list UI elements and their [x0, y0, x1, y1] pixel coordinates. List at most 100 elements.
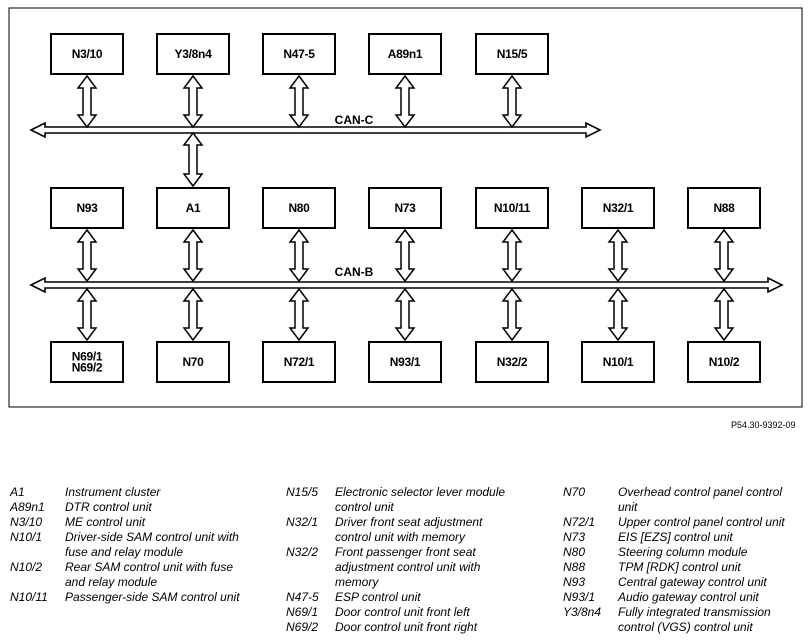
arrow-n69-1-n69-2-can-b	[76, 287, 98, 342]
legend-item: A1 Instrument cluster	[10, 485, 275, 500]
legend-description-line: Audio gateway control unit	[618, 590, 759, 604]
legend-code: N47-5	[286, 590, 319, 604]
legend-description: Audio gateway control unit	[618, 590, 808, 605]
arrow-a1-can-b	[182, 228, 204, 283]
legend-code: N32/1	[286, 515, 319, 529]
legend-code: N72/1	[563, 515, 596, 529]
legend-code: N15/5	[286, 485, 319, 499]
node-n88-label: N88	[713, 201, 735, 215]
arrow-n10-2-can-b	[713, 287, 735, 342]
legend-description: Door control unit front right	[335, 620, 556, 635]
legend-code: N88	[563, 560, 586, 574]
legend-description-line: Front passenger front seat	[335, 545, 476, 559]
legend-description: Upper control panel control unit	[618, 515, 808, 530]
arrow-n73-can-b	[394, 228, 416, 283]
arrow-n10-1-can-b	[607, 287, 629, 342]
node-n10-1-label: N10/1	[603, 355, 634, 369]
legend-item: N72/1 Upper control panel control unit	[563, 515, 808, 530]
node-n3-10-box	[50, 33, 124, 75]
legend-code: N70	[563, 485, 586, 499]
legend-description-line: DTR control unit	[65, 500, 152, 514]
legend-code: N80	[563, 545, 586, 559]
node-n32-2-box	[475, 341, 549, 383]
legend-description-line: control unit	[335, 500, 394, 514]
arrow-n70-can-b	[182, 287, 204, 342]
legend-description: Passenger-side SAM control unit	[65, 590, 275, 605]
node-n32-2-label: N32/2	[497, 355, 528, 369]
legend-code: N69/2	[286, 620, 319, 634]
legend-code: N32/2	[286, 545, 319, 559]
node-n15-5-label: N15/5	[497, 47, 528, 61]
node-a1-box	[156, 187, 230, 229]
legend-code: A89n1	[10, 500, 45, 514]
legend-item: N80 Steering column module	[563, 545, 808, 560]
node-n69-1-n69-2-box	[50, 341, 124, 383]
legend-description: ESP control unit	[335, 590, 556, 605]
legend-description-line: fuse and relay module	[65, 545, 184, 559]
legend-code: N10/11	[10, 590, 48, 604]
arrow-n88-can-b	[713, 228, 735, 283]
legend-code: N93/1	[563, 590, 596, 604]
node-n10-11-box	[475, 187, 549, 229]
node-n73-label: N73	[394, 201, 416, 215]
legend-item: N93 Central gateway control unit	[563, 575, 808, 590]
arrow-n80-can-b	[288, 228, 310, 283]
can-c-label: CAN-C	[335, 113, 374, 127]
legend-description-line: Driver-side SAM control unit with	[65, 530, 239, 544]
arrow-n32-2-can-b	[501, 287, 523, 342]
node-n10-11-label: N10/11	[494, 201, 531, 215]
legend-description-line: Electronic selector lever module	[335, 485, 506, 499]
legend-description-line: control unit with memory	[335, 530, 466, 544]
legend-description-line: Fully integrated transmission	[618, 605, 771, 619]
legend-code: N10/1	[10, 530, 43, 544]
arrow-n3-10-can-c	[76, 74, 98, 129]
legend-description-line: unit	[618, 500, 638, 514]
legend-code: A1	[10, 485, 25, 499]
arrow-n32-1-can-b	[607, 228, 629, 283]
node-y3-8n4-box	[156, 33, 230, 75]
legend-description-line: Instrument cluster	[65, 485, 161, 499]
legend-description-line: Door control unit front left	[335, 605, 470, 619]
node-n73-box	[368, 187, 442, 229]
legend-description: Steering column module	[618, 545, 808, 560]
legend-description: Central gateway control unit	[618, 575, 808, 590]
diagram-frame	[8, 7, 803, 408]
node-n32-1-box	[581, 187, 655, 229]
node-n88-box	[687, 187, 761, 229]
node-n80-label: N80	[288, 201, 310, 215]
node-n72-1-box	[262, 341, 336, 383]
legend-description-line: control (VGS) control unit	[618, 620, 753, 634]
node-n10-2-label: N10/2	[709, 355, 740, 369]
legend-description-line: Passenger-side SAM control unit	[65, 590, 240, 604]
legend-description-line: Central gateway control unit	[618, 575, 767, 589]
legend-description-line: Door control unit front right	[335, 620, 478, 634]
node-n80-box	[262, 187, 336, 229]
node-n10-2-box	[687, 341, 761, 383]
legend-description: EIS [EZS] control unit	[618, 530, 808, 545]
can-b-bus-line	[29, 276, 784, 294]
node-n72-1-label: N72/1	[284, 355, 315, 369]
legend-item: A89n1 DTR control unit	[10, 500, 275, 515]
arrow-n47-5-can-c	[288, 74, 310, 129]
legend-description-line: adjustment control unit with	[335, 560, 481, 574]
legend-description: DTR control unit	[65, 500, 275, 515]
legend-description-line: ME control unit	[65, 515, 146, 529]
legend-code: N73	[563, 530, 586, 544]
legend-code: N93	[563, 575, 586, 589]
node-a89n1-box	[368, 33, 442, 75]
